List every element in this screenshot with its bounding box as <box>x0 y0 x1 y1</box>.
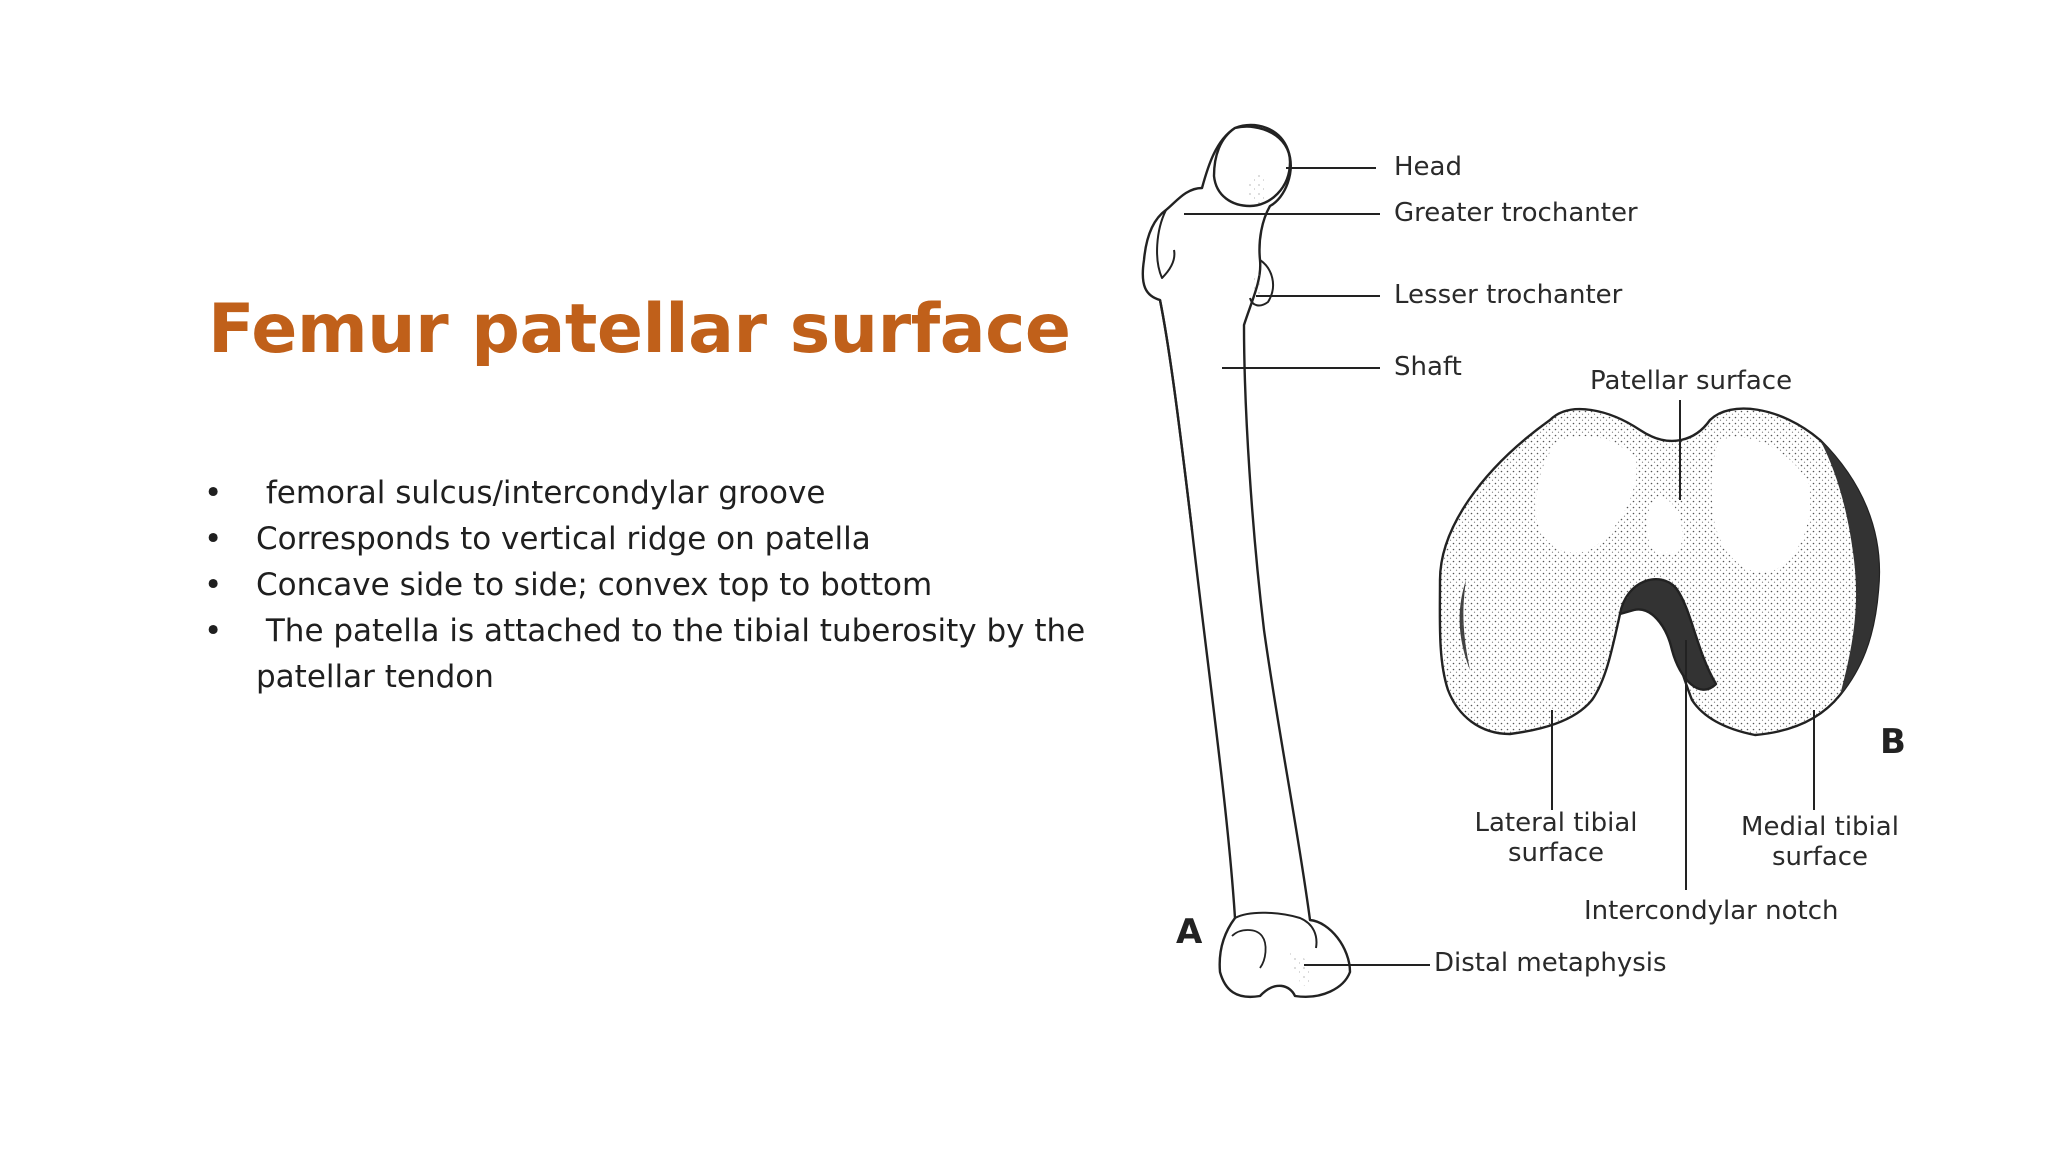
bullet-text: Corresponds to vertical ridge on patella <box>256 521 871 557</box>
label-medial-tibial-surface: Medial tibial surface <box>1741 812 1899 872</box>
panel-letter-b: B <box>1880 722 1906 762</box>
femur-illustration <box>1141 123 1881 999</box>
label-distal-metaphysis: Distal metaphysis <box>1434 948 1667 978</box>
distal-leader-lines <box>1551 400 1815 890</box>
label-patellar-surface: Patellar surface <box>1590 366 1793 396</box>
bullet-dot: • <box>204 521 223 557</box>
label-lateral-tibial-surface: Lateral tibial surface <box>1474 808 1638 868</box>
bullet-text: The patella is attached to the tibial tu… <box>256 613 1096 695</box>
bullet-dot: • <box>204 613 223 649</box>
bullet-list: • femoral sulcus/intercondylar groove • C… <box>200 470 1100 700</box>
bullet-item: • Corresponds to vertical ridge on patell… <box>200 516 1100 562</box>
label-lesser-trochanter: Lesser trochanter <box>1394 280 1623 310</box>
femur-figure: Head Greater trochanter Lesser trochante… <box>1140 110 2040 1030</box>
bullet-dot: • <box>204 567 223 603</box>
bullet-dot: • <box>204 475 223 511</box>
femur-bone <box>1141 123 1352 999</box>
bullet-item: • femoral sulcus/intercondylar groove <box>200 470 1100 516</box>
slide-title: Femur patellar surface <box>208 290 1071 369</box>
bullet-item: • The patella is attached to the tibial … <box>200 608 1100 700</box>
bullet-text: femoral sulcus/intercondylar groove <box>256 475 826 511</box>
label-shaft: Shaft <box>1394 352 1462 382</box>
label-head: Head <box>1394 152 1462 182</box>
distal-femur <box>1438 407 1881 737</box>
femur-shading <box>1246 170 1312 988</box>
panel-letter-a: A <box>1176 912 1203 952</box>
label-greater-trochanter: Greater trochanter <box>1394 198 1638 228</box>
bullet-item: • Concave side to side; convex top to bot… <box>200 562 1100 608</box>
bullet-text: Concave side to side; convex top to bott… <box>256 567 933 603</box>
label-intercondylar-notch: Intercondylar notch <box>1584 896 1839 926</box>
femur-leader-lines <box>1184 167 1430 966</box>
